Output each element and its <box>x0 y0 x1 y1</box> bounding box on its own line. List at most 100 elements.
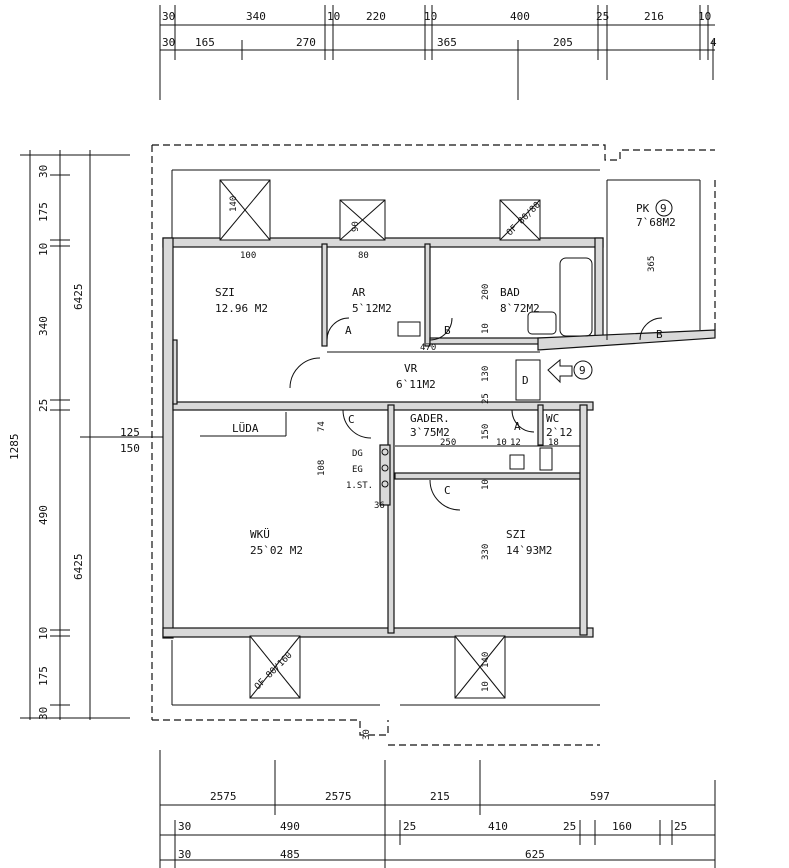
door-label-d: D <box>522 374 529 387</box>
doors: A B C D C A B <box>289 317 663 511</box>
top-dim-row2-1: 30 <box>162 36 175 49</box>
left-dim-mid-4: 6425 <box>72 554 85 581</box>
left-dim-4: 340 <box>37 316 50 336</box>
top-dim-8: 216 <box>644 10 664 23</box>
left-dim-6: 490 <box>37 505 50 525</box>
room-gader-name: GADER. <box>410 412 450 425</box>
bottom-dim-2: 2575 <box>325 790 352 803</box>
door-label-c2: C <box>444 484 451 497</box>
top-dim-6: 400 <box>510 10 530 23</box>
door-entrance <box>515 359 541 401</box>
bottom-dim-row3-1: 30 <box>178 848 191 861</box>
dim-window-80: 80 <box>358 251 369 261</box>
stove-cell <box>509 454 525 470</box>
bottom-dim-row2-3: 25 <box>403 820 416 833</box>
entrance-marker: 9 <box>579 364 586 377</box>
dim-bad-200: 200 <box>481 284 491 300</box>
dim-window-100: 100 <box>240 251 256 261</box>
bottom-dim-row2-6: 160 <box>612 820 632 833</box>
dim-vr-130: 130 <box>481 366 491 382</box>
dim-szi2-10: 10 <box>481 479 491 490</box>
bathtub <box>559 257 593 337</box>
left-dim-2: 175 <box>37 202 50 222</box>
dim-window-30: 30 <box>362 729 372 740</box>
floor-legend: DG EG 1.ST. <box>346 448 389 491</box>
top-dim-5: 10 <box>424 10 437 23</box>
legend-dg: DG <box>352 449 363 459</box>
left-dim-9: 30 <box>37 707 50 720</box>
room-ar-area: 5`12M2 <box>352 302 392 315</box>
top-dim-7: 25 <box>596 10 609 23</box>
bottom-dim-row3-3: 625 <box>525 848 545 861</box>
bottom-dim-row3-2: 485 <box>280 848 300 861</box>
room-luda-name: LÜDA <box>232 422 259 435</box>
bottom-dim-row2-7: 25 <box>674 820 687 833</box>
left-dim-mid-3: 150 <box>120 442 140 455</box>
room-labels: SZI 12.96 M2 AR 5`12M2 BAD 8`72M2 PK 9 7… <box>200 199 676 557</box>
dim-window-90a: 90 <box>351 221 361 232</box>
interior-dimensions: 470 200 10 130 25 150 74 108 250 10 12 1… <box>317 284 580 560</box>
entrance-arrow-icon <box>547 358 573 384</box>
bottom-dim-1: 2575 <box>210 790 237 803</box>
left-dimension-chain: 30 175 10 340 25 490 10 175 30 6425 125 … <box>8 150 165 720</box>
dim-12: 12 <box>510 438 521 448</box>
left-dim-5: 25 <box>37 399 50 412</box>
door-szi2 <box>429 479 461 511</box>
room-pk-area: 7`68M2 <box>636 216 676 229</box>
dim-window-140b: 140 <box>481 652 491 668</box>
top-dim-row2-4: 365 <box>437 36 457 49</box>
top-dim-row2-5: 205 <box>553 36 573 49</box>
top-dim-9: 10 <box>698 10 711 23</box>
top-dimension-chain: 30 340 10 220 10 400 25 216 10 30 165 27… <box>159 5 717 100</box>
room-szi-1-area: 12.96 M2 <box>215 302 268 315</box>
storage-box <box>397 321 421 337</box>
top-dim-row2-2: 165 <box>195 36 215 49</box>
dim-gader-150: 150 <box>481 424 491 440</box>
dim-gader-250: 250 <box>440 438 456 448</box>
bottom-dim-row2-2: 490 <box>280 820 300 833</box>
door-label-b: B <box>444 324 451 337</box>
room-vr-area: 6`11M2 <box>396 378 436 391</box>
room-wku-name: WKÜ <box>250 528 270 541</box>
door-szi <box>289 357 321 389</box>
top-dim-4: 220 <box>366 10 386 23</box>
dim-18: 18 <box>548 438 559 448</box>
door-ar <box>326 317 350 341</box>
fixtures <box>397 257 593 471</box>
bottom-dimension-chain: 2575 2575 215 597 30 490 25 410 25 160 2… <box>159 750 716 868</box>
door-label-c: C <box>348 413 355 426</box>
door-wc <box>511 409 535 433</box>
dim-wku-108: 108 <box>317 460 327 476</box>
room-vr-name: VR <box>404 362 418 375</box>
bottom-dim-3: 215 <box>430 790 450 803</box>
room-wc-name: WC <box>546 412 559 425</box>
door-label-a: A <box>345 324 352 337</box>
door-pk <box>639 317 663 341</box>
left-dim-7: 10 <box>37 627 50 640</box>
top-dim-2: 340 <box>246 10 266 23</box>
room-bad-name: BAD <box>500 286 520 299</box>
entrance-arrow: 9 <box>547 358 593 384</box>
dim-pk-365: 365 <box>647 256 657 272</box>
room-szi-2-name: SZI <box>506 528 526 541</box>
bottom-dim-row2-4: 410 <box>488 820 508 833</box>
room-wc-area: 2`12 <box>546 426 573 439</box>
door-bad <box>429 317 453 341</box>
room-szi-2-area: 14`93M2 <box>506 544 552 557</box>
bottom-dim-row2-1: 30 <box>178 820 191 833</box>
dim-window-140: 140 <box>229 196 239 212</box>
room-szi-1-name: SZI <box>215 286 235 299</box>
dim-36: 36 <box>374 501 385 511</box>
room-pk-marker-circle <box>655 199 673 217</box>
entrance-marker-circle <box>573 360 593 380</box>
dim-vr-470: 470 <box>420 343 436 353</box>
dim-vr-25: 25 <box>481 393 491 404</box>
top-dim-row2-6: 4 <box>710 36 717 49</box>
building-outline <box>151 144 715 746</box>
dim-window-10b: 10 <box>481 681 491 692</box>
door-wku <box>342 409 372 439</box>
legend-eg: EG <box>352 465 363 475</box>
washbasin <box>527 311 557 335</box>
left-dim-8: 175 <box>37 666 50 686</box>
